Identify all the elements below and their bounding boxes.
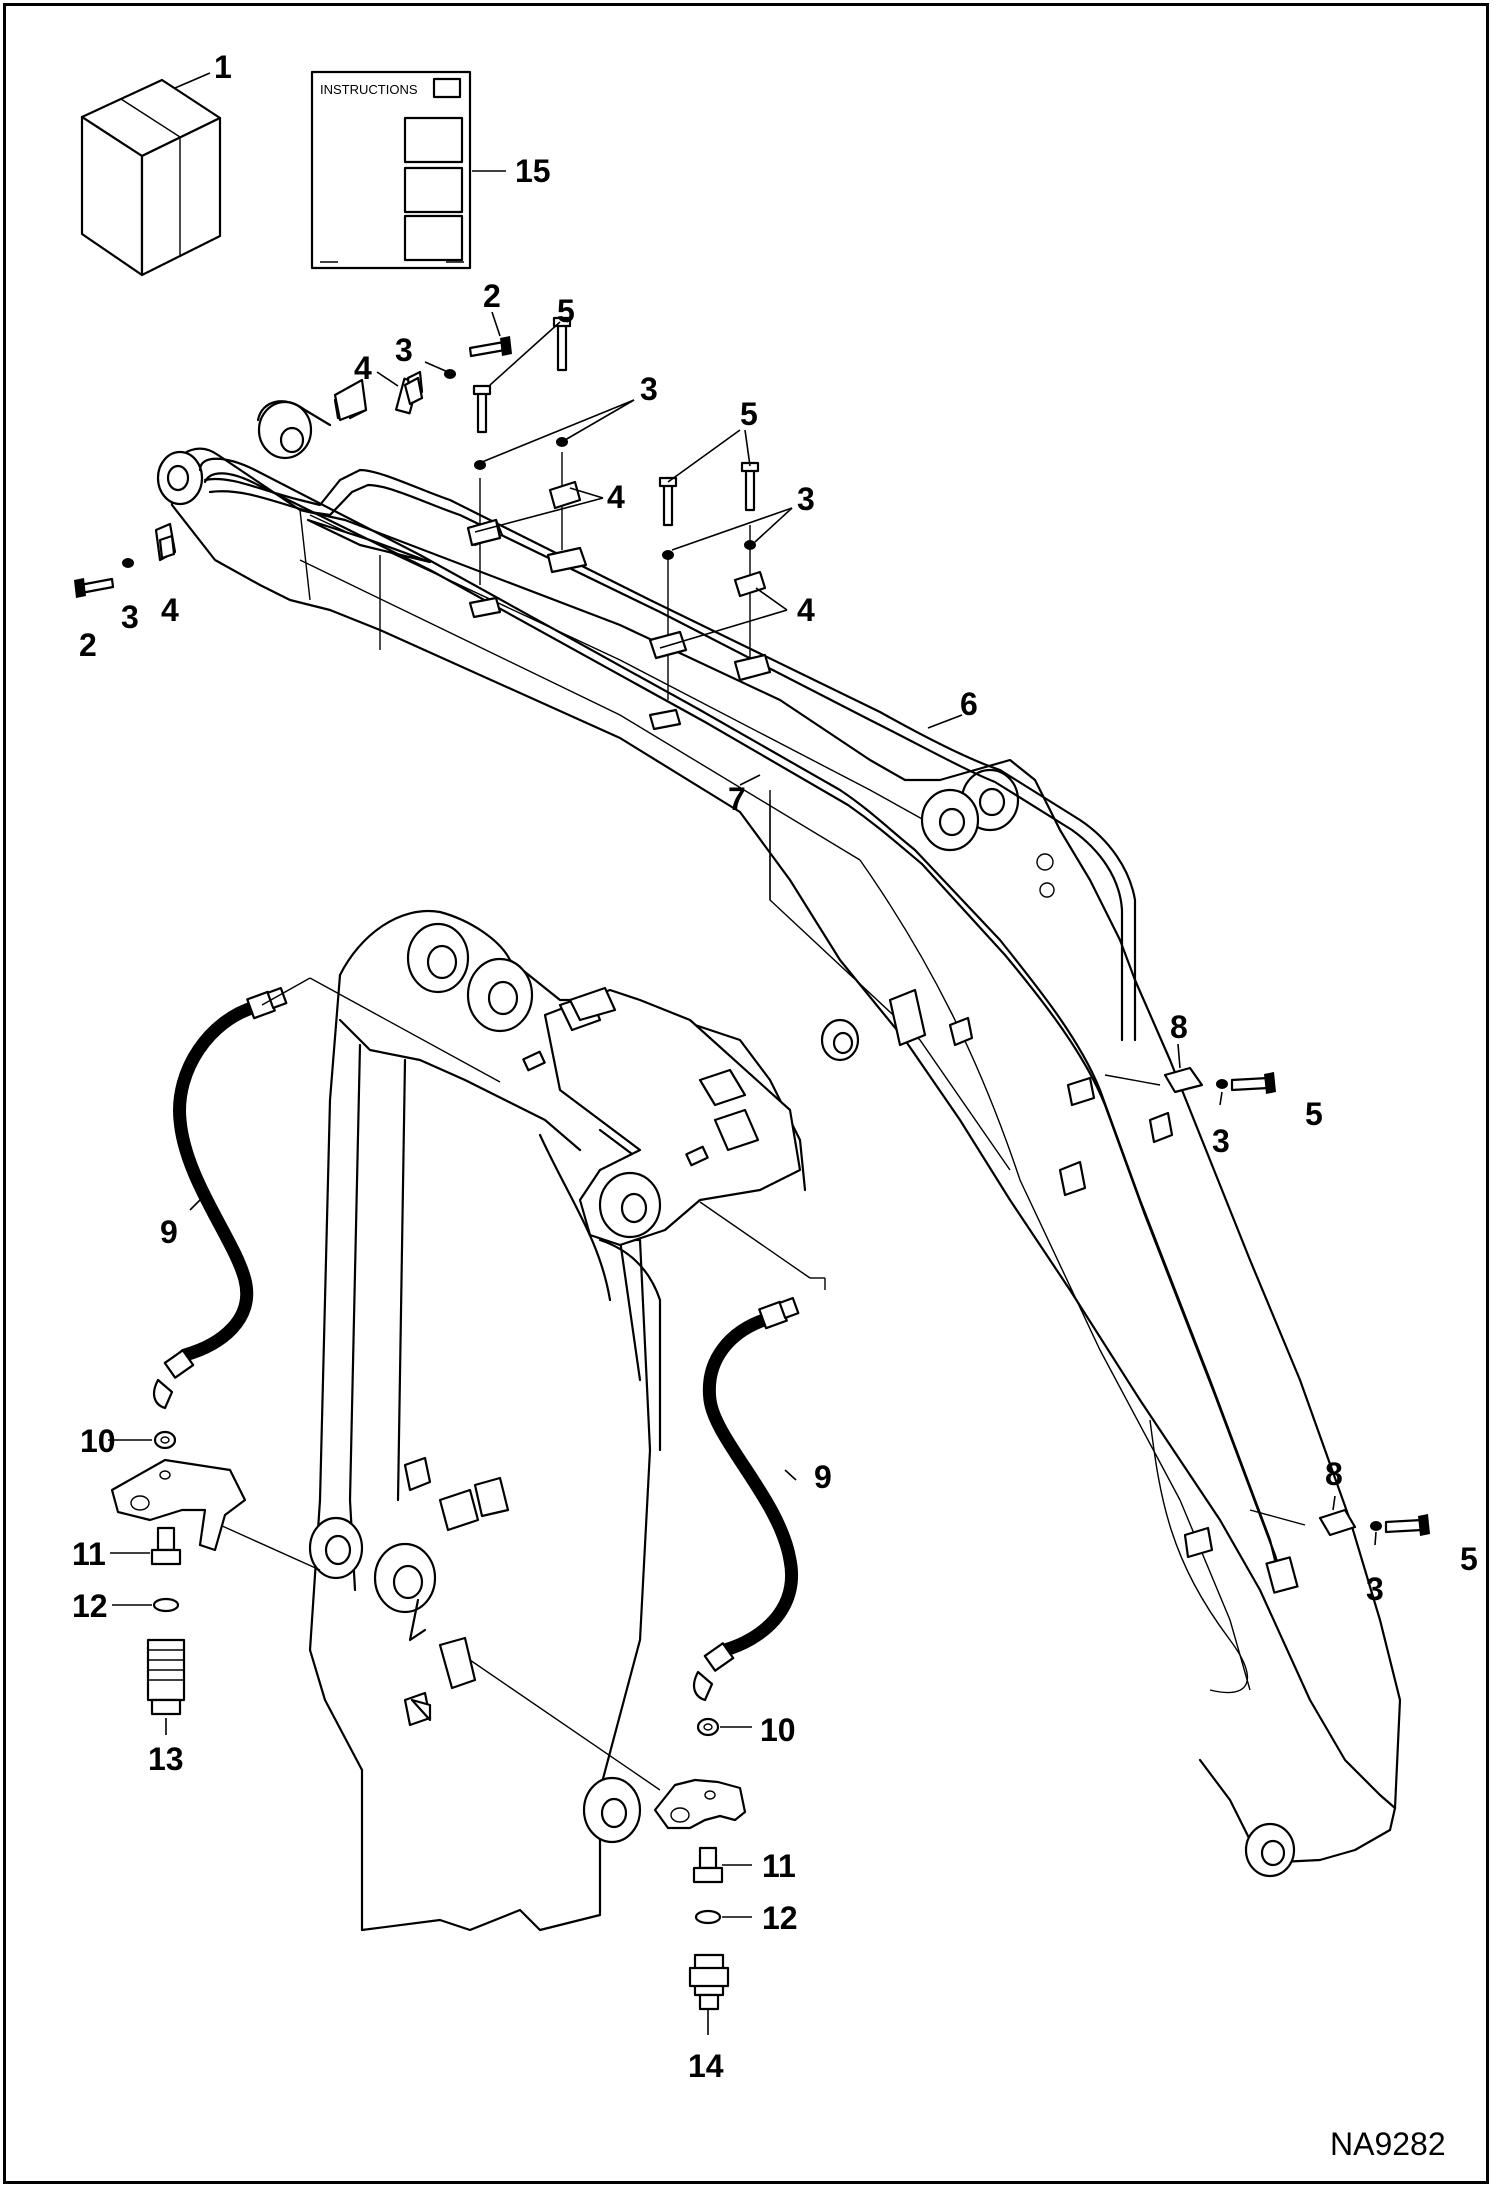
callout-7: 7 [728, 781, 746, 817]
callout-3a: 3 [395, 332, 413, 368]
callout-3d: 3 [121, 599, 139, 635]
callout-13: 13 [148, 1741, 184, 1777]
boom-outline-upper [156, 400, 1402, 1878]
arm-outline [308, 909, 807, 1932]
clamp-set-boom [74, 316, 772, 731]
hose-left [152, 986, 288, 1410]
callout-labels: 1 15 2 3 4 5 3 4 5 3 4 2 3 4 6 7 8 3 5 8… [72, 49, 1478, 2084]
callout-2a: 2 [483, 278, 501, 314]
callout-8a: 8 [1170, 1009, 1188, 1045]
callout-5d: 5 [1460, 1541, 1478, 1577]
callout-5b: 5 [740, 396, 758, 432]
callout-12a: 12 [72, 1588, 108, 1624]
callout-4a: 4 [354, 350, 372, 386]
fitting-stack-left [110, 1430, 247, 1716]
callout-5a: 5 [557, 293, 575, 329]
callout-10b: 10 [760, 1712, 796, 1748]
assembly-leader-lines [219, 977, 826, 1791]
drawing-id: NA9282 [1330, 2126, 1446, 2162]
callout-4c: 4 [797, 592, 815, 628]
callout-12b: 12 [762, 1900, 798, 1936]
callout-3f: 3 [1366, 1571, 1384, 1607]
callout-leaders [108, 311, 1377, 2035]
callout-15: 15 [515, 153, 551, 189]
callout-2b: 2 [79, 627, 97, 663]
callout-5c: 5 [1305, 1096, 1323, 1132]
callout-6: 6 [960, 686, 978, 722]
callout-3e: 3 [1212, 1123, 1230, 1159]
fitting-stack-right [653, 1717, 747, 2011]
callout-8b: 8 [1325, 1456, 1343, 1492]
callout-4d: 4 [161, 592, 179, 628]
callout-4b: 4 [607, 479, 625, 515]
callout-3b: 3 [640, 371, 658, 407]
callout-11b: 11 [762, 1848, 796, 1884]
kit-box [80, 72, 222, 277]
instructions-sheet [310, 70, 506, 270]
callout-14: 14 [688, 2048, 724, 2084]
clamp-set-right [1104, 1066, 1430, 1537]
tube-line-7 [198, 457, 1299, 1594]
callout-10a: 10 [80, 1423, 116, 1459]
callout-11a: 11 [72, 1536, 106, 1572]
instructions-label: INSTRUCTIONS [320, 82, 418, 97]
callout-3c: 3 [797, 481, 815, 517]
callout-1: 1 [214, 49, 232, 85]
hose-right [692, 1296, 800, 1702]
callout-9a: 9 [160, 1214, 178, 1250]
callout-9b: 9 [814, 1459, 832, 1495]
